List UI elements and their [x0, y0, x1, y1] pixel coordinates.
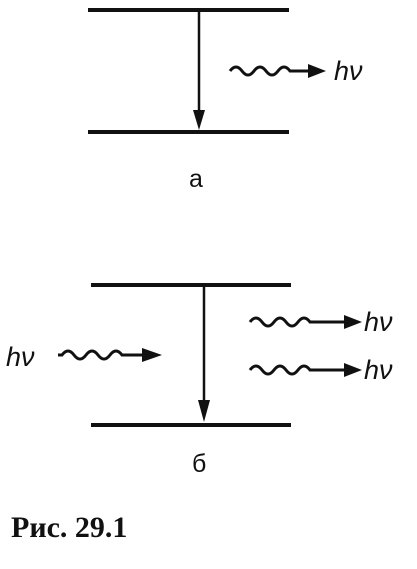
- stimulated-photon-wave-2-b: [248, 364, 346, 376]
- emitted-photon-arrowhead-a: [308, 64, 326, 78]
- incoming-photon-arrowhead-b: [142, 348, 162, 362]
- transition-arrowhead-a: [193, 110, 205, 130]
- incoming-photon-label-b: hν: [6, 342, 35, 372]
- incoming-photon-wave-b: [58, 349, 150, 361]
- panel-label-a: а: [189, 165, 203, 193]
- panel-label-b: б: [192, 450, 206, 478]
- stimulated-photon-label-1-b: hν: [364, 307, 393, 337]
- stimulated-photon-label-2-b: hν: [364, 355, 393, 385]
- photon-label-a: hν: [334, 56, 363, 86]
- stimulated-photon-arrowhead-1-b: [344, 315, 362, 329]
- figure-caption: Рис. 29.1: [11, 511, 128, 544]
- stimulated-photon-arrowhead-2-b: [344, 363, 362, 377]
- transition-arrowhead-b: [198, 400, 210, 422]
- panel-b: hν hν hν б: [6, 283, 393, 478]
- stimulated-photon-wave-1-b: [248, 316, 346, 328]
- emitted-photon-wave-a: [228, 65, 308, 77]
- panel-a: hν а: [88, 8, 363, 193]
